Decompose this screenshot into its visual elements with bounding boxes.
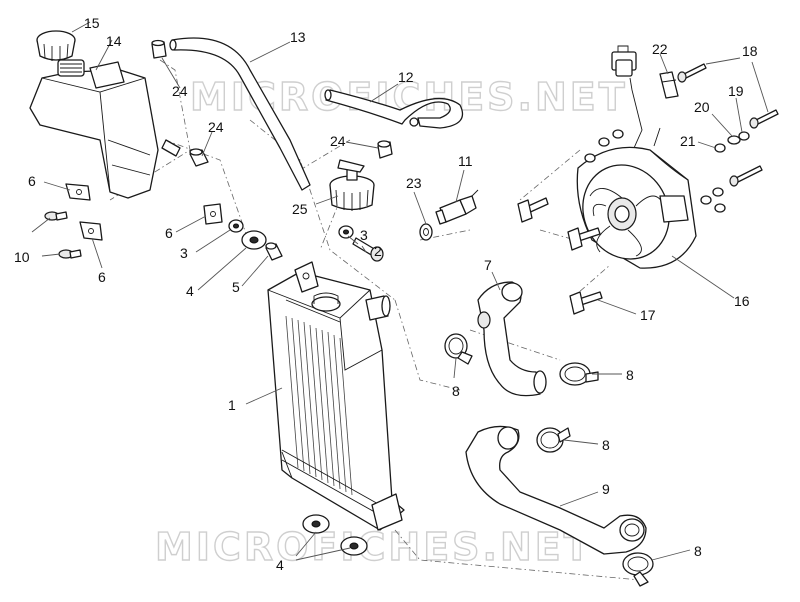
mounting-pin-17a	[517, 197, 549, 223]
bracket-6c	[203, 203, 223, 225]
callout-14: 14	[106, 33, 122, 49]
watermark-bottom: MICROFICHES.NET	[155, 525, 593, 569]
hose-clamp-8a	[444, 333, 473, 365]
overflow-hose	[169, 37, 311, 191]
callout-24-right: 24	[330, 133, 346, 149]
callout-25: 25	[292, 201, 308, 217]
callout-15: 15	[84, 15, 100, 31]
mounting-bolt-2	[352, 237, 384, 262]
temperature-sensor	[435, 189, 479, 225]
callout-24-mid: 24	[208, 119, 224, 135]
callout-10: 10	[14, 249, 30, 265]
washer-3a	[228, 219, 244, 233]
leader-lines	[31, 21, 769, 561]
callout-9: 9	[602, 481, 610, 497]
cooling-fan-assembly	[576, 45, 697, 269]
filler-neck-cap	[329, 159, 375, 211]
callout-11: 11	[458, 153, 473, 169]
callout-7: 7	[484, 257, 492, 273]
mounting-pin-17b	[567, 227, 601, 251]
fan-washers-left	[584, 129, 624, 163]
callout-17: 17	[640, 307, 656, 323]
screw-10b	[58, 249, 82, 259]
bracket-6a	[65, 183, 91, 201]
callout-3-a: 3	[180, 245, 188, 261]
small-sleeve-top	[151, 39, 167, 59]
callout-13: 13	[290, 29, 306, 45]
screw-18c	[729, 165, 763, 187]
tank-fitting	[161, 139, 181, 157]
callout-22: 22	[652, 41, 668, 57]
callout-6-b: 6	[98, 269, 106, 285]
callout-8-c: 8	[602, 437, 610, 453]
hose-clamp-8b	[559, 362, 599, 386]
small-sleeve-right	[377, 140, 393, 159]
callout-16: 16	[734, 293, 750, 309]
grommet-4b	[302, 514, 330, 534]
callout-8-d: 8	[694, 543, 702, 559]
callout-4-b: 4	[276, 557, 284, 573]
breather-hose	[324, 89, 464, 129]
washer-3b	[338, 225, 354, 239]
callout-19: 19	[728, 83, 744, 99]
callout-6-a: 6	[28, 173, 36, 189]
hose-clamp-8c	[536, 427, 571, 453]
expansion-tank	[29, 59, 159, 199]
callout-8-a: 8	[452, 383, 460, 399]
washer-20	[727, 135, 741, 145]
callout-5: 5	[232, 279, 240, 295]
callout-labels: 15 14 24 24 13 12 6 10 6 6 3 4 5 24 25 3…	[14, 15, 758, 573]
lower-radiator-hose	[465, 425, 647, 555]
nut-19	[738, 131, 750, 141]
screw-18a	[677, 63, 707, 83]
callout-4-a: 4	[186, 283, 194, 299]
callout-3-b: 3	[360, 227, 368, 243]
spacer-5	[265, 242, 283, 261]
bracket-6b	[79, 221, 103, 241]
grommet-4a	[241, 230, 267, 250]
callout-20: 20	[694, 99, 710, 115]
mounting-pin-17c	[569, 291, 603, 315]
washer-21	[714, 143, 726, 153]
fan-washers-right	[700, 187, 726, 213]
grommet-4c	[340, 536, 368, 556]
small-sleeve-mid	[189, 148, 209, 167]
sealing-washer-23	[419, 223, 433, 241]
callout-18: 18	[742, 43, 758, 59]
wire-clip-22	[659, 71, 679, 99]
callout-1: 1	[228, 397, 236, 413]
callout-24-top: 24	[172, 83, 188, 99]
screw-18b	[749, 109, 779, 129]
callout-8-b: 8	[626, 367, 634, 383]
upper-radiator-hose	[477, 281, 547, 397]
callout-21: 21	[680, 133, 696, 149]
radiator	[267, 261, 405, 531]
callout-12: 12	[398, 69, 414, 85]
callout-23: 23	[406, 175, 422, 191]
hose-clamp-8d	[622, 552, 654, 587]
callout-6-c: 6	[165, 225, 173, 241]
reservoir-cap	[36, 30, 76, 61]
screw-10a	[44, 211, 68, 221]
callout-2: 2	[374, 243, 382, 259]
